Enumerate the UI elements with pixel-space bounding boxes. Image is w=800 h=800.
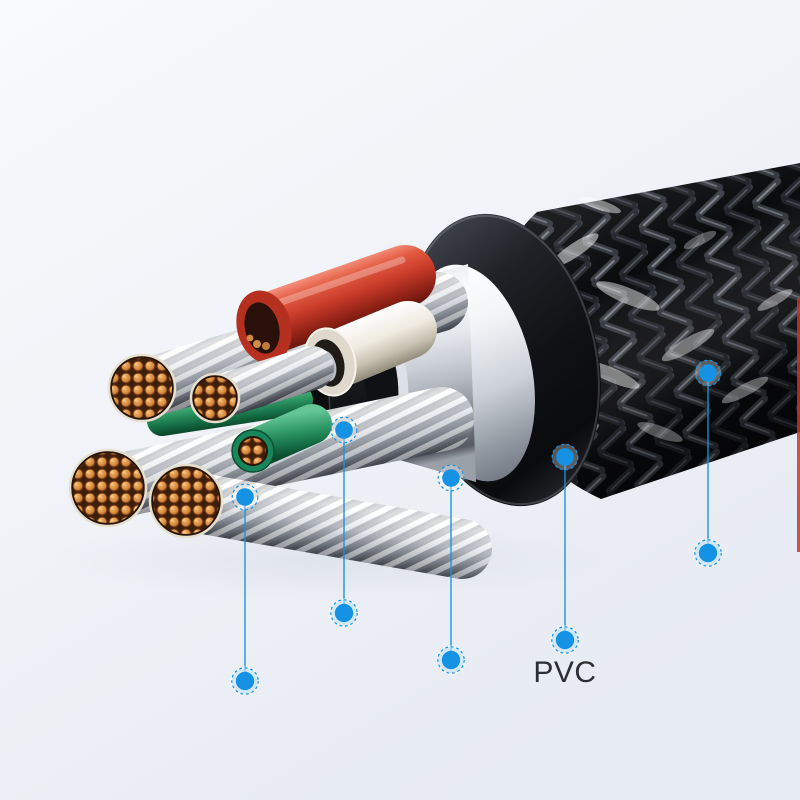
callout-outer-braid	[693, 359, 723, 568]
edge-red-sliver	[797, 298, 800, 552]
copper-face-small	[189, 372, 241, 424]
annotation-markers	[230, 359, 723, 696]
green-wire-1	[231, 404, 332, 473]
shield-strand-lower	[157, 471, 492, 579]
copper-strand-faces	[68, 353, 241, 539]
red-wire	[236, 245, 436, 364]
callout-copper-strand	[230, 483, 260, 696]
callout-shield-strand	[329, 416, 359, 628]
copper-face-mid	[68, 448, 148, 528]
callout-inner-jacket	[436, 464, 466, 675]
callout-pvc-jacket	[550, 443, 580, 655]
material-label: PVC	[533, 656, 597, 689]
copper-face-upper	[107, 353, 177, 423]
copper-face-lower	[148, 463, 224, 539]
